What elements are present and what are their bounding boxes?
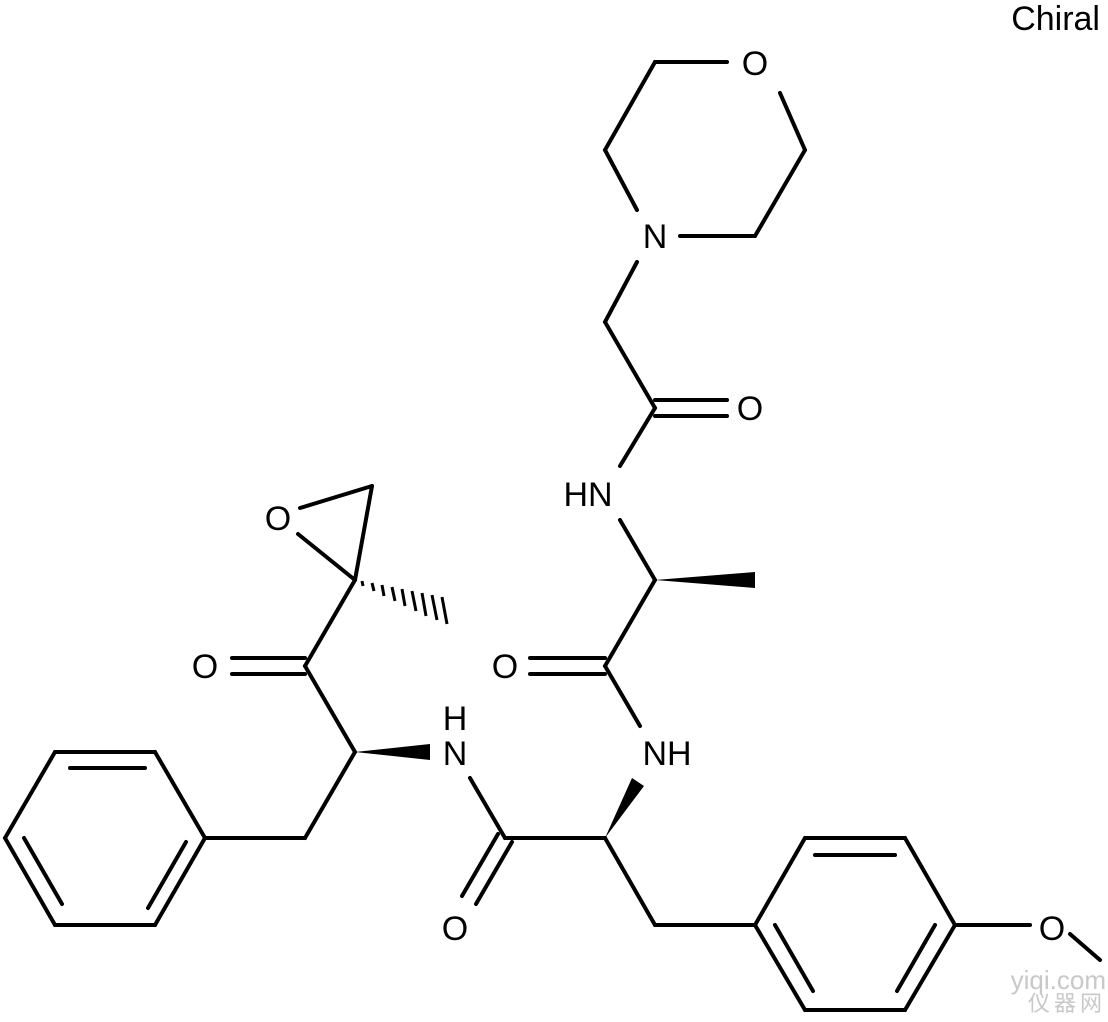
bond [603,320,657,410]
atom-label-hn: HN [563,476,612,514]
bond [303,750,357,840]
wedge-bond [655,572,755,588]
bond [1068,932,1102,962]
bond [303,664,357,754]
bond [753,148,807,238]
bond [146,840,188,910]
atom-label-nh: NH [642,735,691,773]
bond [618,406,657,468]
atom-labels: O N O HN O O O H N NH O O [192,45,1065,948]
bond [773,923,815,993]
bond [3,750,57,840]
bond [296,532,357,582]
bond [618,518,657,582]
atom-label-n: N [443,735,468,773]
hash-bond [360,580,449,625]
bonds [3,60,1102,1012]
bond [22,836,64,906]
bond [3,836,57,927]
atom-label-o: O [492,648,518,686]
atom-label-o: O [192,648,218,686]
bond [303,578,357,668]
bond [753,923,807,1012]
bond [603,578,657,668]
watermark: yiqi.com 仪器网 [1011,967,1106,1015]
bond [603,664,642,728]
atom-label-h: H [443,700,468,738]
wedge-bond [605,778,644,838]
bond [353,484,374,582]
bond [603,148,639,212]
watermark-site: yiqi.com [1010,965,1106,995]
bond [895,923,937,993]
atom-label-o: O [442,910,468,948]
bond [903,836,957,927]
bond [603,836,657,927]
bond [753,836,807,927]
chiral-label: Chiral [1011,0,1100,38]
bond [298,484,374,510]
bond [153,836,207,927]
bond [778,91,807,152]
atom-label-o: O [737,390,763,428]
atom-label-o: O [742,45,768,83]
bond [468,776,507,840]
watermark-cn: 仪器网 [1027,991,1106,1016]
bond [153,750,207,840]
atom-label-o: O [265,500,291,538]
atom-label-o: O [1039,910,1065,948]
bond [460,832,500,898]
wedge-bond [355,744,430,760]
bond [903,923,957,1012]
atom-label-n: N [643,218,668,256]
bond [474,840,514,906]
bond [603,260,639,324]
bond [603,60,657,152]
